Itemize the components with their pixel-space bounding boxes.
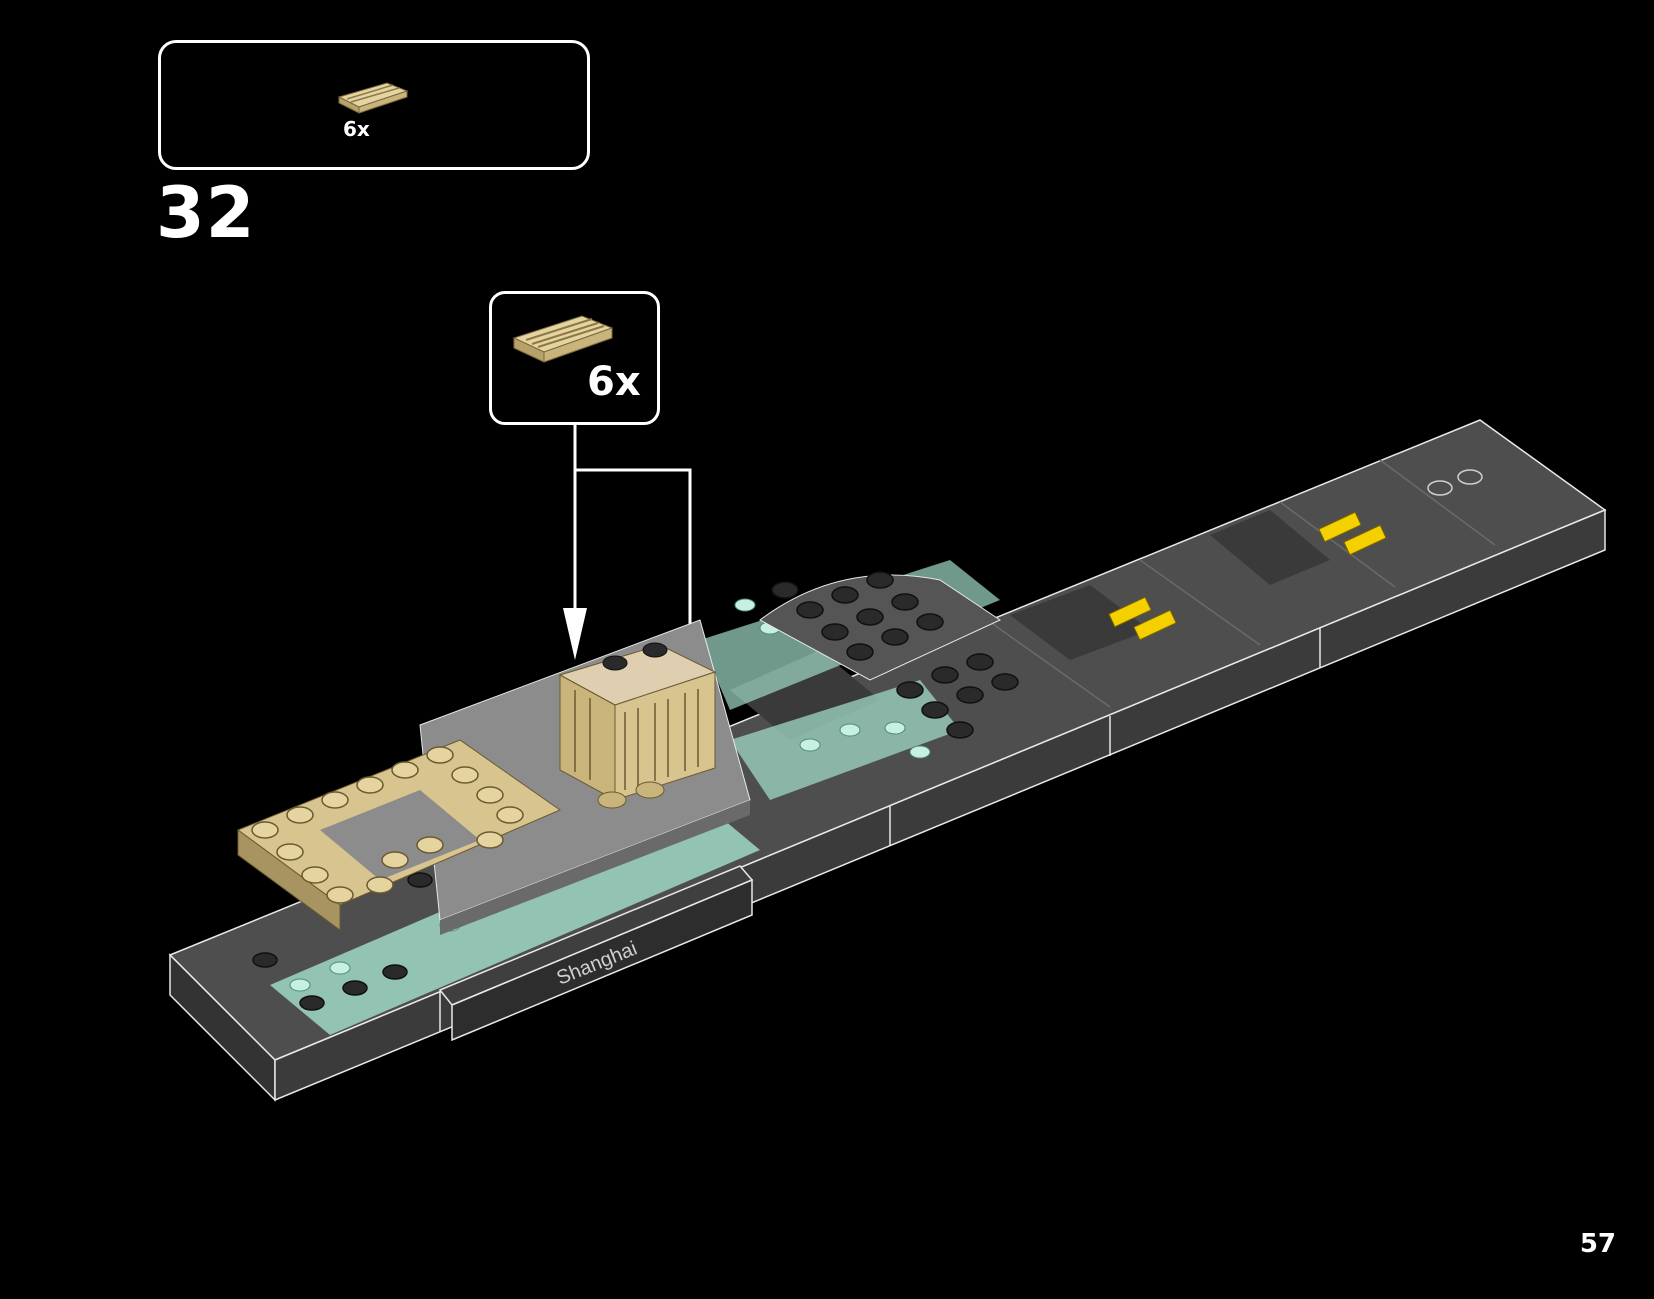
arrow-head-left [563, 608, 587, 660]
parts-list-quantity: 6x [343, 117, 370, 141]
tan-grille-tile-icon [512, 315, 614, 363]
dark-quarter-plate [759, 574, 1002, 681]
tan-studs [251, 746, 524, 904]
placement-arrows [573, 425, 692, 630]
sub-step-quantity: 6x [587, 359, 641, 405]
yellow-elements [1108, 511, 1387, 641]
nameplate [438, 865, 754, 1042]
parts-list-callout: 6x [158, 40, 590, 170]
tan-structure [236, 739, 562, 931]
dark-studs [252, 571, 1019, 1011]
end-studs [1427, 469, 1483, 496]
tan-grille-tile-icon [337, 82, 409, 114]
page-number: 57 [1579, 1229, 1616, 1259]
tan-tower [558, 642, 717, 809]
sub-step-callout: 6x [489, 291, 660, 425]
step-number: 32 [156, 172, 256, 254]
